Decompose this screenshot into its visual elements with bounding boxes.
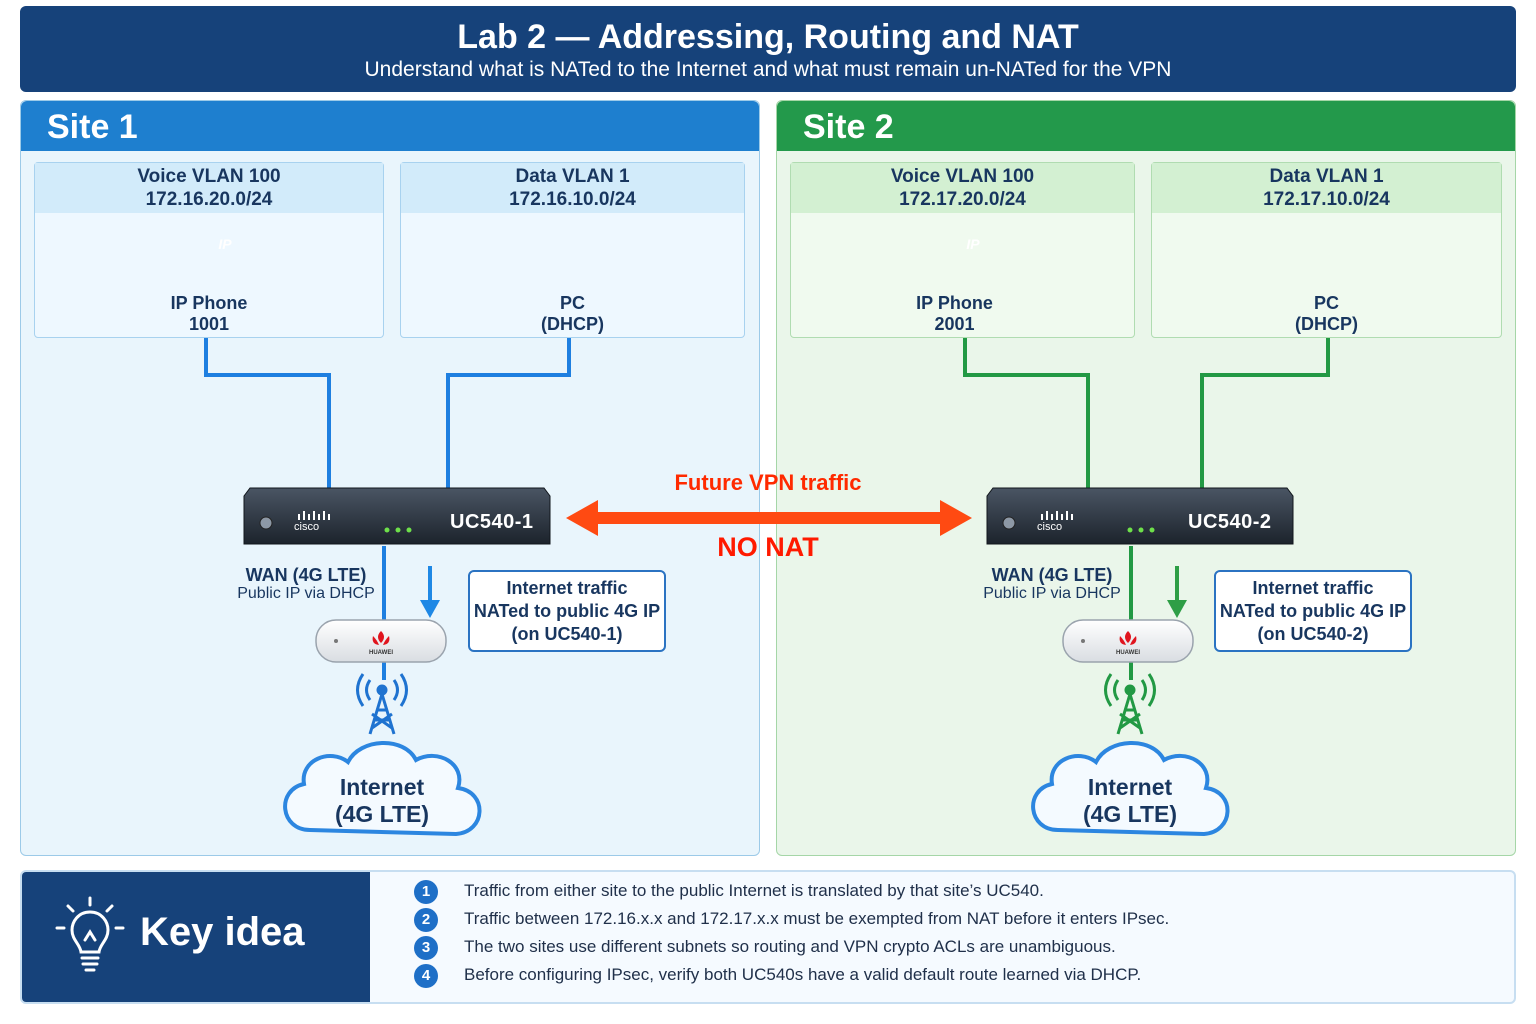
key-idea-item: 3 The two sites use different subnets so… — [414, 936, 1494, 962]
vlan-name: Voice VLAN 100 — [890, 166, 1035, 187]
nat-line: (on UC540-1) — [511, 624, 623, 644]
device-id: (DHCP) — [541, 314, 604, 334]
vlan-subnet: 172.16.10.0/24 — [509, 189, 636, 210]
data-vlan-box: Data VLAN 1 172.16.10.0/24 PC (DHCP) — [400, 162, 745, 338]
vlan-name: Voice VLAN 100 — [137, 166, 281, 187]
data-vlan-box: Data VLAN 1 172.17.10.0/24 PC (DHCP) — [1151, 162, 1502, 338]
item-number-badge: 3 — [414, 936, 438, 960]
wan-subtitle: Public IP via DHCP — [237, 585, 375, 602]
device-label: IP Phone 2001 — [783, 293, 1126, 335]
router-brand: cisco — [1037, 521, 1063, 533]
wan-label: WAN (4G LTE) Public IP via DHCP — [972, 565, 1132, 603]
vlan-name: Data VLAN 1 — [1269, 166, 1384, 187]
device-id: (DHCP) — [1295, 314, 1358, 334]
router-icon — [986, 487, 1294, 545]
device-id: 1001 — [188, 314, 230, 334]
key-idea-title: Key idea — [140, 910, 305, 954]
phone-screen-label: IP — [966, 236, 980, 252]
router-brand: cisco — [294, 521, 320, 533]
voice-link-2 — [963, 338, 1090, 488]
phone-screen-label: IP — [218, 236, 232, 252]
nat-line: Internet traffic — [506, 578, 628, 598]
voice-vlan-box: Voice VLAN 100 172.17.20.0/24 IP Phone 2… — [790, 162, 1135, 338]
site-2-wires — [963, 338, 1330, 680]
nat-line: NATed to public 4G IP — [1219, 601, 1407, 621]
voice-link-1 — [204, 338, 331, 488]
wan-subtitle: Public IP via DHCP — [983, 585, 1121, 602]
nat-line: NATed to public 4G IP — [473, 601, 661, 621]
cloud-line: (4G LTE) — [334, 801, 430, 827]
vlan-header: Voice VLAN 100 172.16.20.0/24 — [35, 163, 383, 213]
key-idea-item: 2 Traffic between 172.16.x.x and 172.17.… — [414, 908, 1494, 934]
item-text: Traffic from either site to the public I… — [464, 881, 1044, 900]
data-link-2 — [1200, 338, 1330, 488]
header-banner: Lab 2 — Addressing, Routing and NAT Unde… — [20, 6, 1516, 92]
site-1-wires — [204, 338, 571, 680]
item-text: The two sites use different subnets so r… — [464, 937, 1116, 956]
cell-tower-icon — [1104, 673, 1156, 735]
item-number-badge: 1 — [414, 880, 438, 904]
vlan-header: Voice VLAN 100 172.17.20.0/24 — [791, 163, 1134, 213]
site-2-title: Site 2 — [777, 101, 1515, 151]
wan-title: WAN (4G LTE) — [245, 565, 367, 585]
cloud-line: Internet — [1087, 774, 1173, 800]
cloud-label: Internet (4G LTE) — [1030, 774, 1230, 828]
device-name: IP Phone — [916, 293, 993, 313]
device-label: PC (DHCP) — [1152, 293, 1501, 335]
device-name: IP Phone — [170, 293, 248, 313]
internet-cloud-icon — [283, 741, 482, 837]
item-number-badge: 2 — [414, 908, 438, 932]
voice-vlan-box: Voice VLAN 100 172.16.20.0/24 IP Phone 1… — [34, 162, 384, 338]
vlan-subnet: 172.16.20.0/24 — [145, 189, 273, 210]
page-title: Lab 2 — Addressing, Routing and NAT — [457, 18, 1079, 56]
item-number-badge: 4 — [414, 964, 438, 988]
device-name: PC — [1313, 293, 1339, 313]
nat-info-box: Internet traffic NATed to public 4G IP (… — [1214, 570, 1412, 652]
item-text: Before configuring IPsec, verify both UC… — [464, 965, 1142, 984]
vlan-header: Data VLAN 1 172.16.10.0/24 — [401, 163, 744, 213]
page-subtitle: Understand what is NATed to the Internet… — [364, 58, 1172, 81]
device-name: PC — [559, 293, 585, 313]
cloud-label: Internet (4G LTE) — [282, 774, 482, 828]
no-nat-label: NO NAT — [717, 532, 819, 562]
cloud-line: Internet — [339, 774, 425, 800]
item-text: Traffic between 172.16.x.x and 172.17.x.… — [464, 909, 1170, 928]
wan-title: WAN (4G LTE) — [991, 565, 1113, 585]
internet-cloud-icon — [1031, 741, 1230, 837]
device-label: IP Phone 1001 — [35, 293, 383, 335]
router-name: UC540-2 — [1188, 511, 1272, 533]
nat-info-box: Internet traffic NATed to public 4G IP (… — [468, 570, 666, 652]
vpn-traffic-label: Future VPN traffic — [674, 470, 862, 495]
vlan-subnet: 172.17.20.0/24 — [899, 189, 1026, 210]
lightbulb-icon — [55, 896, 125, 972]
site-1-title: Site 1 — [21, 101, 759, 151]
modem-brand: HUAWEI — [1116, 650, 1140, 656]
key-idea-item: 1 Traffic from either site to the public… — [414, 880, 1494, 906]
vlan-subnet: 172.17.10.0/24 — [1263, 189, 1390, 210]
vlan-header: Data VLAN 1 172.17.10.0/24 — [1152, 163, 1501, 213]
router-name: UC540-1 — [450, 511, 534, 533]
down-arrow-icon — [1167, 566, 1187, 618]
vlan-name: Data VLAN 1 — [515, 166, 630, 187]
vpn-double-arrow-icon — [566, 500, 972, 536]
key-idea-header: Key idea — [22, 872, 370, 1002]
modem-brand: HUAWEI — [369, 650, 393, 656]
key-idea-item: 4 Before configuring IPsec, verify both … — [414, 964, 1494, 990]
nat-line: Internet traffic — [1252, 578, 1374, 598]
data-link-1 — [446, 338, 571, 488]
device-id: 2001 — [934, 314, 975, 334]
wan-label: WAN (4G LTE) Public IP via DHCP — [226, 565, 386, 603]
usb-modem-icon — [1062, 619, 1194, 663]
cell-tower-icon — [356, 673, 408, 735]
cloud-line: (4G LTE) — [1082, 801, 1178, 827]
down-arrow-icon — [420, 566, 440, 618]
key-idea-panel: Key idea 1 Traffic from either site to t… — [20, 870, 1516, 1004]
usb-modem-icon — [315, 619, 447, 663]
device-label: PC (DHCP) — [401, 293, 744, 335]
router-icon — [243, 487, 551, 545]
nat-line: (on UC540-2) — [1257, 624, 1369, 644]
